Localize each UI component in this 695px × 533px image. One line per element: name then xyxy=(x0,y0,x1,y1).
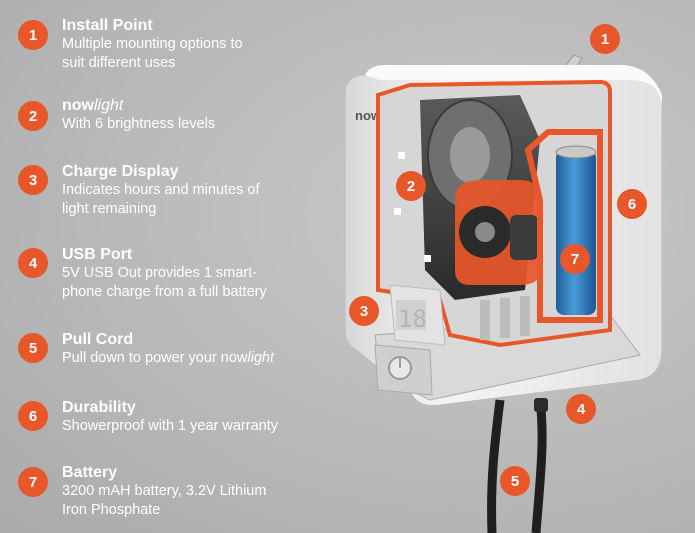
feature-badge-3: 3 xyxy=(18,165,48,195)
callout-badge-5: 5 xyxy=(500,466,530,496)
feature-badge-6: 6 xyxy=(18,401,48,431)
feature-title: Pull Cord xyxy=(62,331,134,348)
cutaway-section xyxy=(376,79,612,348)
feature-desc-line: Multiple mounting options to xyxy=(62,36,243,52)
feature-title: Install Point xyxy=(62,17,153,34)
charge-display: 18 xyxy=(389,284,446,346)
feature-desc-line: 5V USB Out provides 1 smart- xyxy=(62,265,258,281)
feature-install-point: Install Point Multiple mounting options … xyxy=(62,16,342,73)
feature-desc-line: Pull down to power your nowlight xyxy=(62,349,342,368)
cord-grip xyxy=(534,398,548,412)
feature-title: Durability xyxy=(62,399,136,416)
feature-desc-line: Showerproof with 1 year warranty xyxy=(62,418,278,434)
callout-badge-3: 3 xyxy=(349,296,379,326)
feature-battery: Battery 3200 mAH battery, 3.2V Lithium I… xyxy=(62,463,342,520)
feature-title: USB Port xyxy=(62,246,133,263)
feature-desc-line: Indicates hours and minutes of xyxy=(62,182,260,198)
feature-pull-cord: Pull Cord Pull down to power your nowlig… xyxy=(62,330,342,368)
callout-badge-6: 6 xyxy=(617,189,647,219)
callout-badge-2: 2 xyxy=(396,171,426,201)
charge-display-digits: 18 xyxy=(398,305,427,333)
feature-title: Charge Display xyxy=(62,163,179,180)
feature-badge-1: 1 xyxy=(18,20,48,50)
brand-light: light xyxy=(247,350,274,366)
brand-now: now xyxy=(62,97,94,114)
feature-nowlight: nowlight With 6 brightness levels xyxy=(62,96,342,134)
feature-badge-7: 7 xyxy=(18,467,48,497)
battery-cell xyxy=(555,145,597,315)
feature-usb-port: USB Port 5V USB Out provides 1 smart- ph… xyxy=(62,245,342,302)
feature-desc-line: light remaining xyxy=(62,201,157,217)
pull-cord xyxy=(487,399,547,533)
desc-text: Pull down to power your now xyxy=(62,350,248,366)
callout-badge-7: 7 xyxy=(560,244,590,274)
feature-title: Battery xyxy=(62,464,118,481)
callout-badge-1: 1 xyxy=(590,24,620,54)
device-logo: now xyxy=(355,108,382,123)
feature-badge-5: 5 xyxy=(18,333,48,363)
feature-desc-line: 3200 mAH battery, 3.2V Lithium xyxy=(62,483,267,499)
feature-desc-line: Iron Phosphate xyxy=(62,502,161,518)
feature-desc-line: With 6 brightness levels xyxy=(62,116,216,132)
feature-badge-4: 4 xyxy=(18,248,48,278)
feature-charge-display: Charge Display Indicates hours and minut… xyxy=(62,162,342,219)
feature-badge-2: 2 xyxy=(18,101,48,131)
brand-light: light xyxy=(94,97,124,114)
callout-badge-4: 4 xyxy=(566,394,596,424)
feature-durability: Durability Showerproof with 1 year warra… xyxy=(62,398,342,436)
feature-title: nowlight xyxy=(62,96,342,115)
feature-desc-line: suit different uses xyxy=(62,55,176,71)
feature-desc-line: phone charge from a full battery xyxy=(62,284,267,300)
power-button-panel xyxy=(374,344,433,396)
